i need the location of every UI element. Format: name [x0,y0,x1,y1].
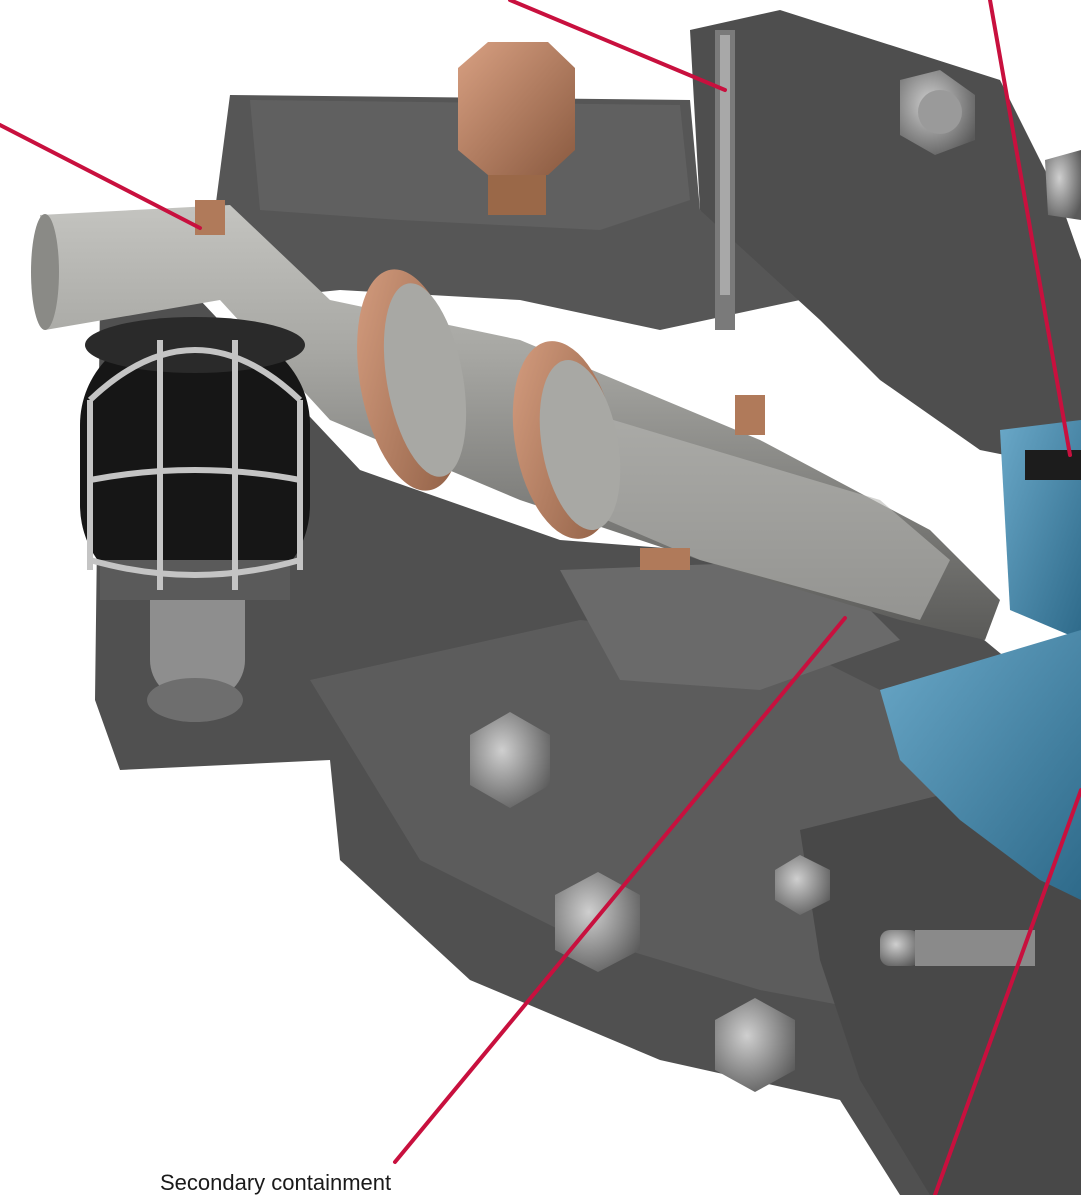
hex-bolt-icon [900,70,975,155]
leader-line [988,0,1072,457]
hex-bolt-icon [470,712,550,808]
vent-plug [458,42,575,215]
hex-bolt-icon [715,998,795,1092]
bronze-collar [512,341,621,539]
bronze-seal-detail [195,200,765,570]
hex-bolt-icon [1045,150,1081,220]
leader-line [0,123,202,230]
bronze-collar [357,269,467,491]
hex-bolt-icon [555,872,640,972]
impeller-region [880,420,1081,900]
leader-line [393,616,847,1164]
leader-line [933,788,1081,1195]
hex-bolt-icon [880,930,1035,966]
hex-bolt-icon [775,855,830,915]
secondary-containment-label: Secondary containment [160,1170,392,1195]
constant-level-oiler-icon [80,317,310,722]
leader-line [508,0,727,92]
bearing-housing [215,10,1081,470]
